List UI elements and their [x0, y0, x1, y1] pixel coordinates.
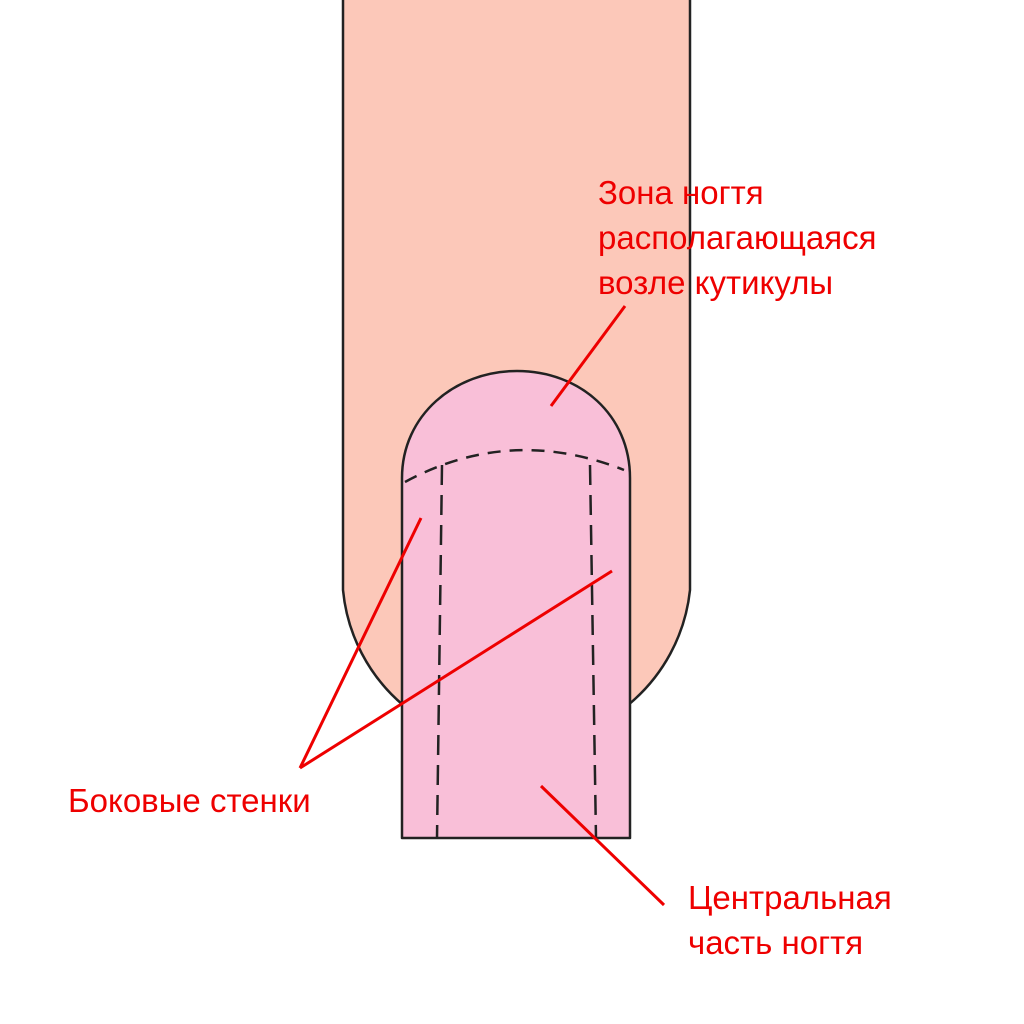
central-part-leader	[539, 784, 666, 907]
cuticle-zone-leader	[549, 305, 627, 407]
cuticle-zone-boundary	[404, 448, 625, 484]
left-side-wall-boundary	[435, 464, 444, 839]
label-central-part: Центральная часть ногтя	[688, 875, 892, 965]
label-line: располагающаяся	[598, 219, 877, 256]
label-line: Боковые стенки	[68, 782, 311, 819]
side-wall-leader-right	[299, 569, 613, 770]
label-line: Зона ногтя	[598, 174, 764, 211]
label-side-walls: Боковые стенки	[68, 778, 311, 823]
label-cuticle-zone: Зона ногтя располагающаяся возле кутикул…	[598, 170, 876, 305]
label-line: часть ногтя	[688, 924, 864, 961]
label-line: Центральная	[688, 879, 892, 916]
right-side-wall-boundary	[588, 464, 598, 839]
label-line: возле кутикулы	[598, 264, 834, 301]
nail-plate	[400, 369, 632, 840]
side-wall-leader-left	[298, 517, 423, 769]
